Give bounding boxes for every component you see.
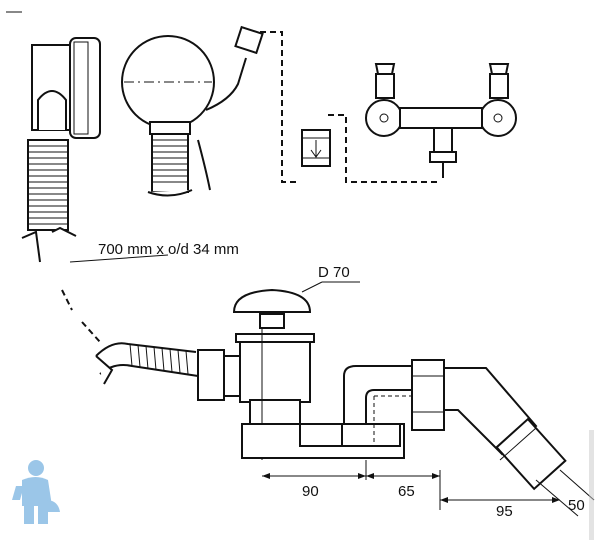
dimension-65: 65 [398, 483, 415, 500]
check-valve [301, 129, 331, 167]
overflow-unit [6, 11, 101, 263]
supply-line-1 [260, 31, 300, 183]
hose-route [61, 289, 73, 311]
dimension-95: 95 [496, 503, 513, 520]
dimension-lines [262, 460, 595, 517]
diameter-callout: D 70 [301, 264, 360, 293]
flexible-hose [95, 342, 243, 401]
filler-unit [121, 25, 264, 197]
hose-spec-label: 700 mm x o/d 34 mm [98, 241, 239, 258]
dimension-90: 90 [302, 483, 319, 500]
trap-body [241, 359, 567, 491]
supply-line-2 [328, 114, 440, 183]
hose-spec-callout: 700 mm x o/d 34 mm [69, 241, 239, 263]
mixer-tap [365, 63, 517, 178]
watermark [589, 430, 594, 540]
dimension-50: 50 [568, 497, 585, 514]
diameter-label: D 70 [318, 264, 350, 281]
plumber-figure-icon [12, 460, 60, 524]
